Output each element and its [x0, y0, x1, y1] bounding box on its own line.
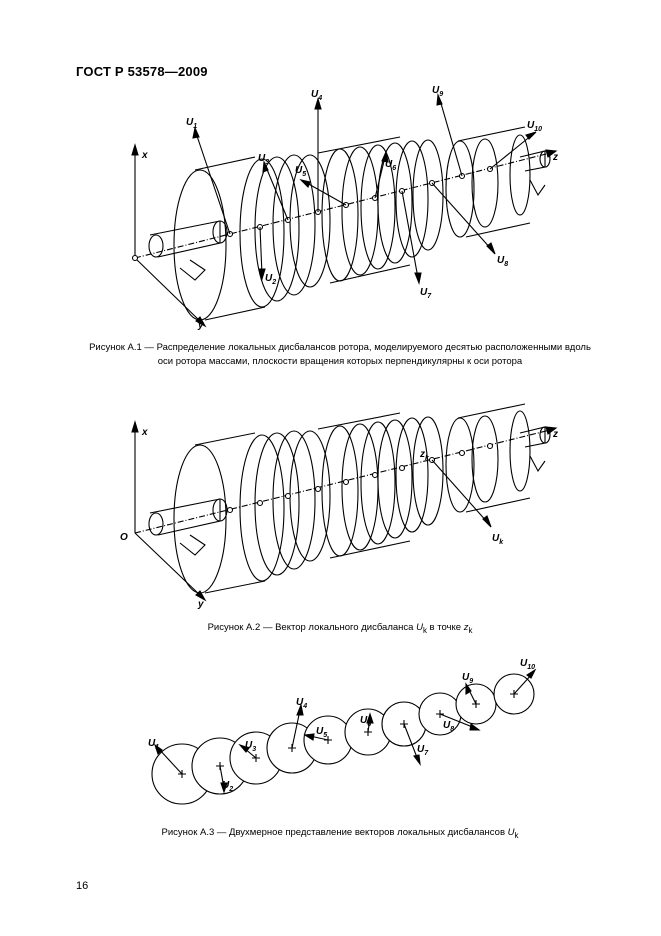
figure-a3-vector-diagram: U1 U2 U3 U4 U5 U6 U7 U8 U9 U10 [148, 658, 537, 805]
fig3-vector-label-9: U9 [462, 672, 473, 685]
fig2-axis-x-label: x [141, 427, 148, 438]
fig3-vector-label-6: U6 [360, 715, 371, 728]
fig3-vector-label-4: U4 [296, 697, 307, 710]
fig3-vector-label-2: U2 [222, 780, 233, 793]
figure-a2-caption: Рисунок А.2 — Вектор локального дисбалан… [207, 622, 473, 635]
fig1-vector-label-1: U1 [186, 117, 197, 130]
fig1-axis-y-label: y [197, 320, 204, 331]
page-number: 16 [76, 880, 89, 892]
fig2-vector-uk-label: Uk [492, 533, 504, 546]
figure-a1-rotor-diagram: x y z U1 U2 U3 U4 U5 U6 U7 U8 U9 U10 [131, 85, 558, 331]
fig1-axis-x-label: x [141, 150, 148, 161]
fig2-origin-label: O [120, 532, 128, 543]
document-header: ГОСТ Р 53578—2009 [76, 64, 208, 79]
fig1-vector-label-3: U3 [258, 153, 269, 166]
fig1-vector-label-9: U9 [432, 85, 443, 98]
figure-a1-caption-line1: Рисунок А.1 — Распределение локальных ди… [89, 342, 591, 353]
fig1-vector-label-7: U7 [420, 287, 432, 300]
fig2-axis-y-label: y [197, 599, 204, 610]
fig1-axis-z-label: z [552, 152, 558, 163]
figure-a1-caption: Рисунок А.1 — Распределение локальных ди… [60, 341, 620, 369]
fig3-vector-label-7: U7 [417, 744, 429, 757]
fig2-point-zk-label: zk [419, 449, 430, 462]
fig1-vector-label-2: U2 [265, 273, 276, 286]
figure-a1-caption-line2: оси ротора массами, плоскости вращения к… [157, 356, 523, 367]
fig3-vector-label-10: U10 [520, 658, 535, 671]
fig3-vector-label-1: U1 [148, 738, 159, 751]
fig1-vector-label-5: U5 [295, 165, 306, 178]
fig1-vector-label-8: U8 [497, 255, 508, 268]
figure-a3-caption: Рисунок А.3 — Двухмерное представление в… [161, 827, 519, 840]
fig3-vector-label-8: U8 [443, 720, 454, 733]
fig1-vector-label-4: U4 [311, 89, 322, 102]
figure-a2-rotor-diagram: x y z O zk Uk [120, 403, 558, 610]
fig2-axis-z-label: z [552, 429, 558, 440]
fig3-vector-label-5: U5 [316, 726, 327, 739]
fig3-vector-label-3: U3 [245, 740, 256, 753]
fig1-vector-label-6: U6 [385, 159, 396, 172]
fig1-vector-label-10: U10 [527, 120, 542, 133]
